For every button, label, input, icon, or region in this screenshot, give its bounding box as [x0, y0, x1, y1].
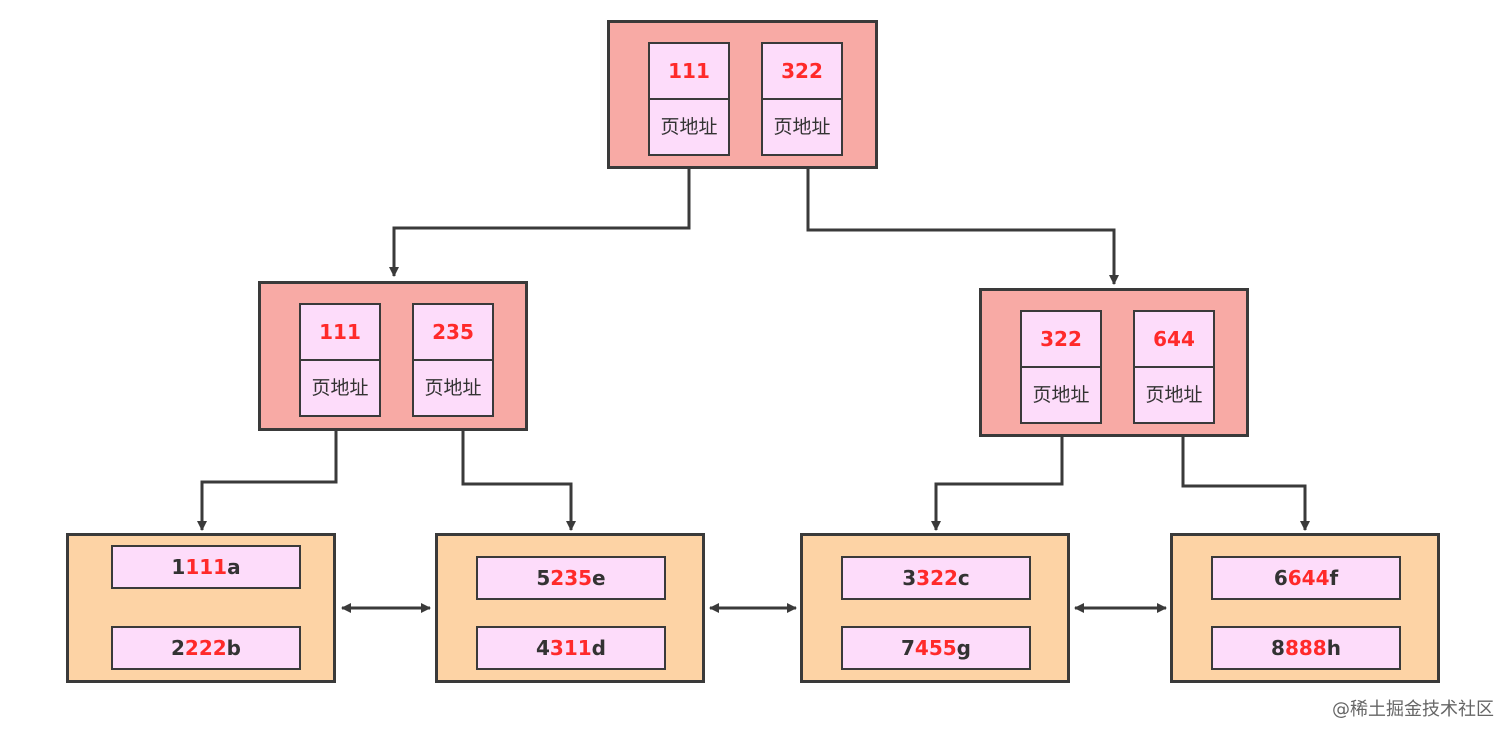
- internal-right-key-2: 644: [1135, 312, 1213, 368]
- internal-left-key-1: 111: [301, 305, 379, 361]
- root-pointer-2: 页地址: [773, 115, 831, 138]
- internal-right-pointer-1: 页地址: [1032, 383, 1090, 406]
- record-prefix: 2: [171, 636, 185, 660]
- record-key: 455: [914, 636, 957, 660]
- edge-right-leaf3: [931, 436, 1064, 531]
- record-prefix: 4: [536, 636, 550, 660]
- edge-root-left: [389, 168, 691, 277]
- internal-right-key-1: 322: [1022, 312, 1100, 368]
- record-suffix: d: [591, 636, 606, 660]
- record-suffix: f: [1329, 566, 1339, 590]
- root-pointer-1: 页地址: [660, 115, 718, 138]
- record-key: 888: [1284, 636, 1327, 660]
- root-key-2: 322: [763, 44, 841, 100]
- internal-left-key-cell-2: 235 页地址: [412, 303, 494, 417]
- root-node: 111 页地址 322 页地址: [607, 20, 878, 169]
- record-key: 322: [916, 566, 958, 590]
- internal-left-key-cell-1: 111 页地址: [299, 303, 381, 417]
- internal-left-pointer-2: 页地址: [424, 376, 482, 399]
- record-prefix: 3: [902, 566, 917, 590]
- record-key: 222: [184, 636, 227, 660]
- internal-node-left: 111 页地址 235 页地址: [258, 281, 528, 431]
- internal-right-key-cell-1: 322 页地址: [1020, 310, 1102, 424]
- edge-left-leaf2: [461, 430, 576, 531]
- record-suffix: a: [227, 555, 241, 579]
- internal-right-pointer-2: 页地址: [1145, 383, 1203, 406]
- record-prefix: 5: [536, 566, 551, 590]
- record-suffix: c: [957, 566, 970, 590]
- internal-right-key-cell-2: 644 页地址: [1133, 310, 1215, 424]
- edge-root-right: [806, 168, 1119, 285]
- internal-left-pointer-1: 页地址: [311, 376, 369, 399]
- record-key: 111: [185, 555, 228, 579]
- record-key: 235: [550, 566, 593, 590]
- record-prefix: 7: [901, 636, 915, 660]
- record-key: 311: [549, 636, 592, 660]
- root-key-cell-2: 322 页地址: [761, 42, 843, 156]
- edge-left-leaf1: [197, 430, 338, 531]
- internal-left-key-2: 235: [414, 305, 492, 361]
- record-suffix: e: [592, 566, 606, 590]
- record-prefix: 1: [171, 555, 186, 579]
- record-suffix: h: [1326, 636, 1341, 660]
- internal-node-right: 322 页地址 644 页地址: [979, 288, 1249, 437]
- root-key-cell-1: 111 页地址: [648, 42, 730, 156]
- record-prefix: 6: [1273, 566, 1288, 590]
- record-prefix: 8: [1271, 636, 1285, 660]
- record-key: 644: [1287, 566, 1330, 590]
- record-suffix: b: [226, 636, 241, 660]
- root-key-1: 111: [650, 44, 728, 100]
- edge-right-leaf4: [1181, 436, 1310, 531]
- watermark: @稀土掘金技术社区: [1332, 699, 1494, 720]
- record-suffix: g: [956, 636, 971, 660]
